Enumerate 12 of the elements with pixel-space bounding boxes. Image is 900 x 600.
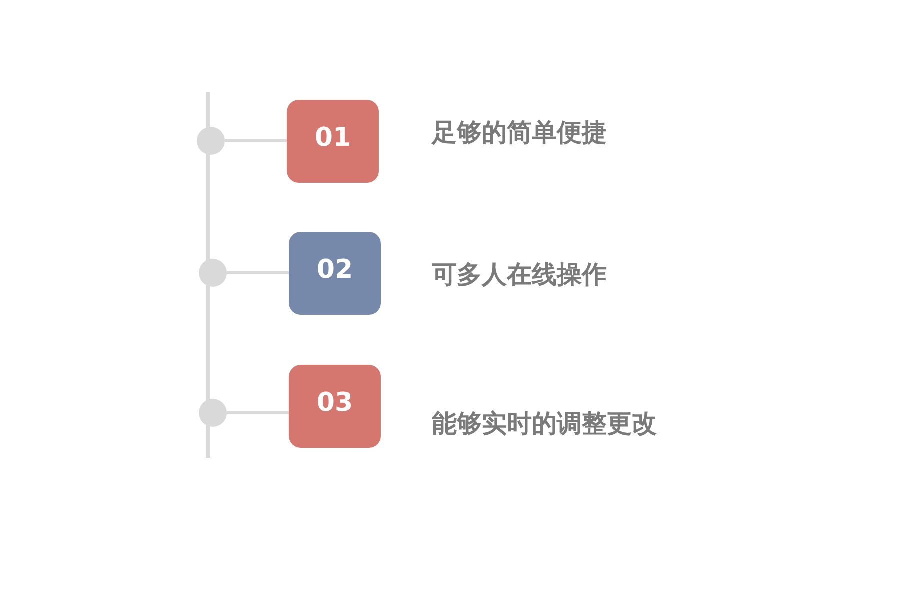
timeline-dot: [197, 127, 225, 155]
feature-text: 能够实时的调整更改: [432, 408, 657, 440]
connector-line: [227, 272, 289, 274]
connector-line: [225, 140, 287, 142]
number-box: 03: [289, 365, 381, 448]
timeline-dot: [199, 259, 227, 287]
connector-line: [227, 412, 289, 414]
timeline-dot: [199, 399, 227, 427]
feature-text: 足够的简单便捷: [432, 117, 607, 149]
number-box: 02: [289, 232, 381, 315]
number-box: 01: [287, 100, 379, 183]
feature-text: 可多人在线操作: [432, 259, 607, 291]
